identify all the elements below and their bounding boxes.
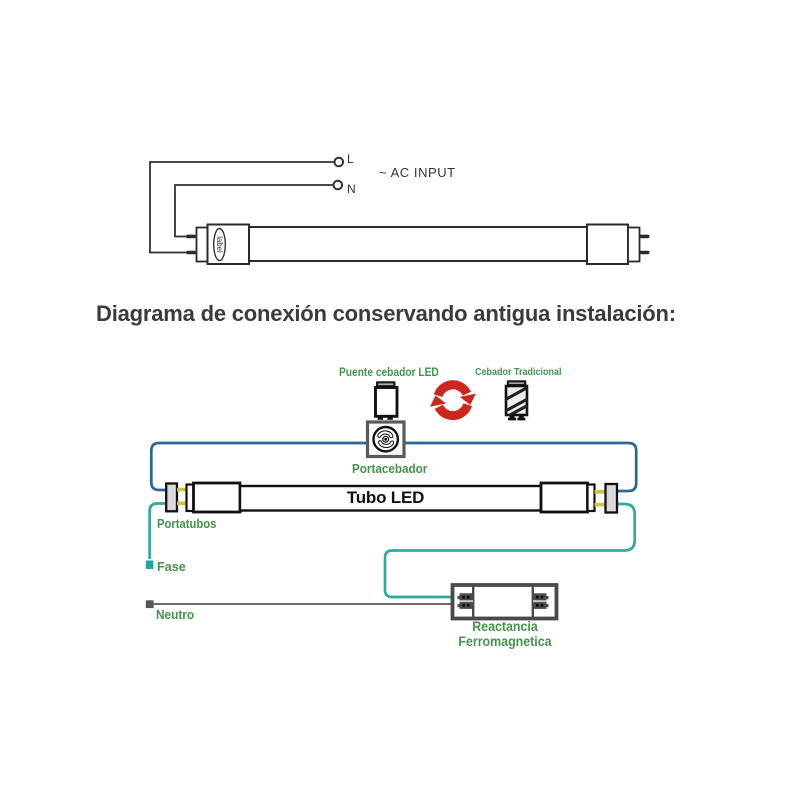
svg-text:label: label	[215, 236, 224, 253]
